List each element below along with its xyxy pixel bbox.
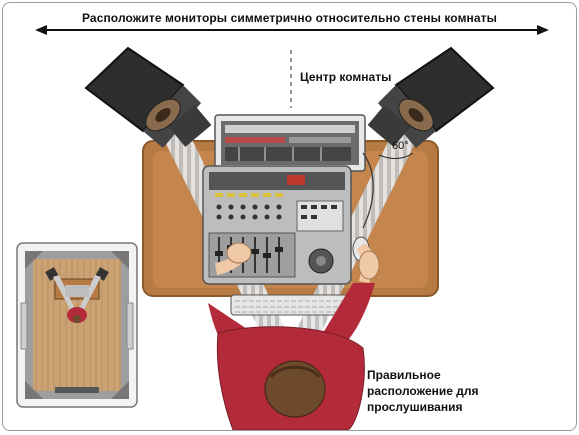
listening-position-line-2: расположение для: [367, 384, 479, 398]
left-speaker: [84, 46, 212, 148]
listening-position-label: Правильное расположение для прослушивани…: [367, 367, 497, 415]
right-speaker: [367, 46, 495, 148]
angle-arc: [378, 152, 414, 159]
listener-person: [208, 242, 380, 430]
studio-illustration: [16, 25, 549, 430]
top-caption: Расположите мониторы симметрично относит…: [81, 11, 498, 25]
computer-keyboard: [230, 294, 352, 316]
listening-position-line-1: Правильное: [367, 368, 441, 382]
angle-label: 60°: [392, 140, 409, 152]
computer-monitor: [214, 114, 366, 172]
studio-layout-diagram: Расположите мониторы симметрично относит…: [2, 2, 577, 431]
listening-position-line-3: прослушивания: [367, 400, 463, 414]
room-center-label: Центр комнаты: [300, 70, 392, 84]
inset-room-plan: [16, 242, 138, 408]
wall-width-arrow: [35, 25, 549, 35]
